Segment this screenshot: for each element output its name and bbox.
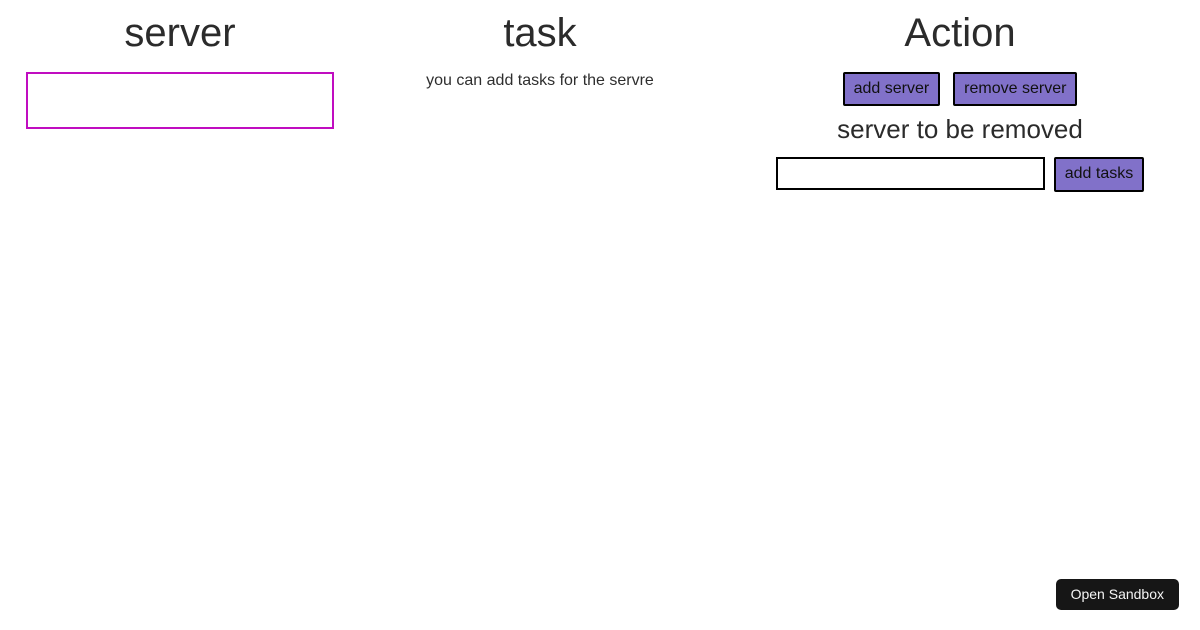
add-server-button[interactable]: add server [842, 72, 941, 107]
remove-server-button[interactable]: remove server [953, 72, 1078, 107]
task-column-title: task [503, 11, 577, 55]
open-sandbox-button[interactable]: Open Sandbox [1055, 578, 1179, 610]
add-tasks-row: add tasks [720, 157, 1200, 192]
server-column-title: server [124, 11, 236, 55]
task-column-subtitle: you can add tasks for the servre [426, 72, 654, 89]
server-buttons-row: add server remove server [720, 72, 1200, 107]
add-tasks-button[interactable]: add tasks [1053, 157, 1145, 192]
action-column-title: Action [904, 11, 1016, 55]
task-column: task you can add tasks for the servre [360, 0, 720, 90]
server-column: server [0, 0, 360, 129]
task-input[interactable] [775, 157, 1045, 191]
server-to-be-removed-label: server to be removed [837, 114, 1083, 145]
action-column: Action add server remove server server t… [720, 0, 1200, 192]
server-list-box [26, 72, 334, 129]
main-layout: server task you can add tasks for the se… [0, 0, 1200, 192]
